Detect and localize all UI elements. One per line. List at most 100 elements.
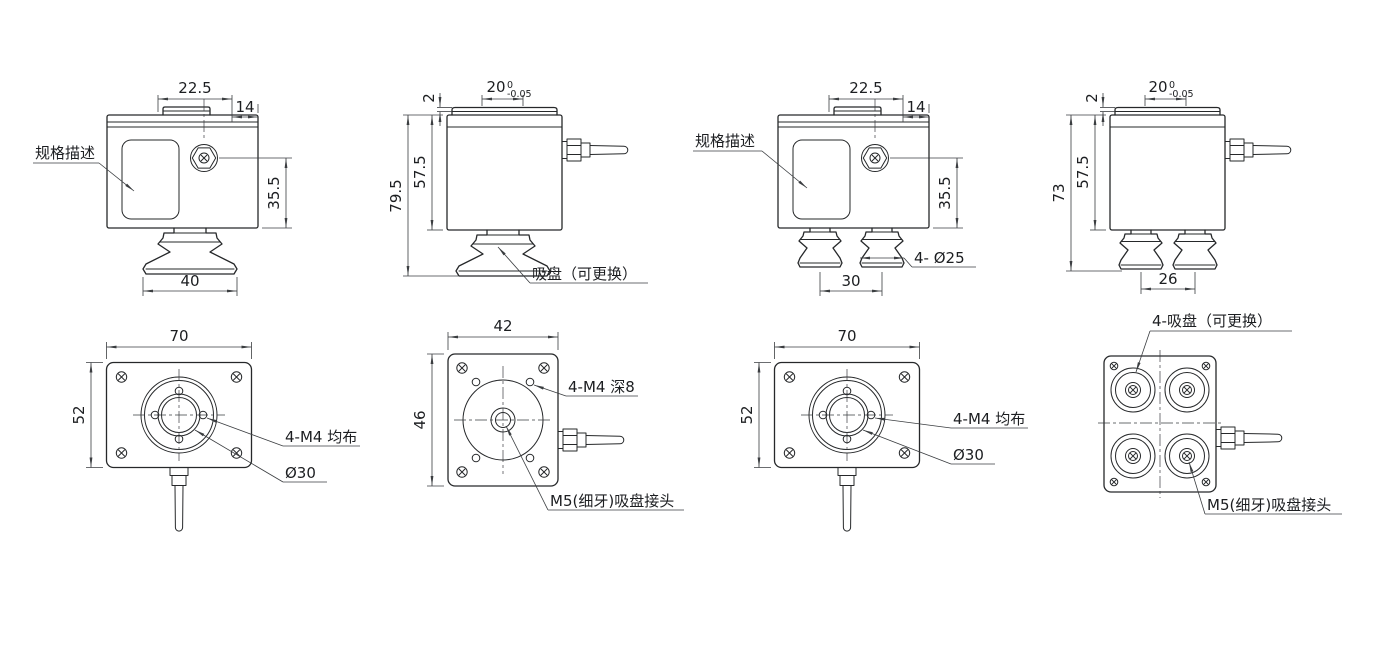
top-view-body: [107, 363, 252, 532]
dim-height: 35.5: [265, 176, 283, 209]
dim-cup-diameter: 4- Ø25: [914, 249, 965, 267]
dim-depth: 52: [70, 405, 88, 424]
view-top-single: 70 52 4-M4 均布 Ø30: [70, 327, 360, 531]
corner-screw: [1201, 477, 1211, 487]
dimension-boss: 20 0 -0.05: [481, 78, 532, 106]
callout-bore: Ø30: [194, 429, 327, 483]
corner-screw: [456, 362, 468, 374]
dimension-width: 42: [447, 317, 559, 350]
dimension-pitch: 26: [1140, 270, 1196, 294]
view-front-quad: 22.5 14 35.5 4- Ø25 30 规格描述: [693, 79, 976, 296]
mounting-holes-label: 4-M4 均布: [953, 410, 1025, 428]
bore-label: Ø30: [953, 446, 984, 464]
mounting-holes-label: 4-M4 深8: [568, 378, 635, 396]
dim-pitch: 26: [1158, 270, 1177, 288]
spec-label: 规格描述: [695, 132, 755, 150]
view-top-quad: 70 52 4-M4 均布 Ø30: [738, 327, 1028, 531]
corner-screw: [456, 466, 468, 478]
callout-mounting-holes: 4-M4 均布: [874, 410, 1028, 429]
dim-depth: 52: [738, 405, 756, 424]
cable-gland: [561, 138, 629, 162]
dimension-total-height: 73: [1050, 114, 1122, 272]
dimension-depth: 52: [70, 362, 103, 468]
callout-spec: 规格描述: [693, 132, 808, 189]
dim-width: 70: [837, 327, 856, 345]
dimension-depth: 52: [738, 362, 771, 468]
dim-offset: 14: [235, 98, 254, 116]
spec-label: 规格描述: [35, 144, 95, 162]
suction-cup: [1118, 229, 1164, 270]
dimension-cup-width: 40: [142, 272, 238, 296]
dim-boss: 20: [1148, 78, 1167, 96]
dim-depth: 46: [411, 410, 429, 429]
dim-width: 42: [493, 317, 512, 335]
dimension-height: 35.5: [890, 157, 963, 229]
callout-mounting-holes: 4-M4 均布: [206, 417, 360, 447]
dimension-depth: 46: [411, 353, 444, 487]
dim-pitch: 30: [841, 272, 860, 290]
callout-cup: 吸盘（可更换）: [497, 246, 648, 284]
dimension-offset: 14: [903, 98, 930, 119]
tolerance-upper: 0: [507, 80, 513, 91]
cups-label: 4-吸盘（可更换）: [1152, 312, 1272, 330]
mounting-holes-label: 4-M4 均布: [285, 428, 357, 446]
callout-spec: 规格描述: [33, 144, 135, 192]
view-front-single: 22.5 14 35.5 40 规格描述: [33, 79, 292, 296]
view-bottom-single: 42 46 4-M4 深8 M5(细牙)吸盘接头: [411, 317, 684, 511]
cable-gland: [1224, 138, 1292, 162]
suction-cup-bottom: [1164, 367, 1210, 413]
callout-fitting: M5(细牙)吸盘接头: [1188, 461, 1342, 515]
cable-gland: [1215, 426, 1283, 450]
dim-total-height: 73: [1050, 183, 1068, 202]
cable-gland: [557, 428, 625, 452]
device-body: [1109, 106, 1226, 231]
dimension-height: 35.5: [219, 157, 292, 229]
flange-body: [447, 353, 559, 487]
dim-body-height: 57.5: [411, 155, 429, 188]
corner-screw: [1201, 361, 1211, 371]
dimension-width: 70: [774, 327, 920, 359]
suction-cup-bottom: [1110, 433, 1156, 479]
suction-cup: [859, 227, 905, 268]
dim-cup-width: 40: [180, 272, 199, 290]
corner-screw: [1109, 477, 1119, 487]
suction-cup-bottom: [1110, 367, 1156, 413]
tolerance-upper: 0: [1169, 80, 1175, 91]
view-bottom-quad: 4-吸盘（可更换） M5(细牙)吸盘接头: [1098, 312, 1342, 515]
suction-cup: [797, 227, 843, 268]
dim-cap-width: 22.5: [849, 79, 882, 97]
dim-lip: 2: [1083, 93, 1101, 103]
dimension-offset: 14: [232, 98, 259, 119]
dimension-cup-diameter: 4- Ø25: [860, 249, 976, 268]
dimension-lip: 2: [420, 93, 452, 126]
dim-cap-width: 22.5: [178, 79, 211, 97]
view-side-quad: 2 20 0 -0.05 73 57.5 26: [1050, 78, 1292, 294]
m4-hole: [471, 377, 481, 387]
dimension-width: 70: [106, 327, 252, 359]
dimension-body-height: 57.5: [411, 115, 443, 231]
m4-hole: [525, 377, 535, 387]
m4-hole: [471, 453, 481, 463]
device-body: [107, 99, 258, 228]
callout-cups: 4-吸盘（可更换）: [1135, 312, 1292, 373]
dim-height: 35.5: [936, 176, 954, 209]
fitting-label: M5(细牙)吸盘接头: [550, 492, 674, 510]
dimension-pitch: 30: [819, 272, 883, 296]
dimension-total-height: 79.5: [387, 114, 458, 277]
dimension-boss: 20 0 -0.05: [1144, 78, 1194, 106]
m4-hole: [525, 453, 535, 463]
dim-lip: 2: [420, 93, 438, 103]
tolerance-lower: -0.05: [1169, 89, 1194, 100]
dimension-lip: 2: [1083, 93, 1115, 126]
dimension-cap-width: 22.5: [828, 79, 904, 122]
fitting-label: M5(细牙)吸盘接头: [1207, 496, 1331, 514]
suction-cup-bottom: [1164, 433, 1210, 479]
suction-cup: [1172, 229, 1218, 270]
view-side-single: 2 20 0 -0.05 79.5 57.5 吸盘（可更换）: [387, 78, 648, 284]
corner-screw: [538, 466, 550, 478]
dim-body-height: 57.5: [1074, 155, 1092, 188]
corner-screw: [538, 362, 550, 374]
callout-bore: Ø30: [862, 429, 995, 465]
dimension-body-height: 57.5: [1074, 115, 1106, 231]
